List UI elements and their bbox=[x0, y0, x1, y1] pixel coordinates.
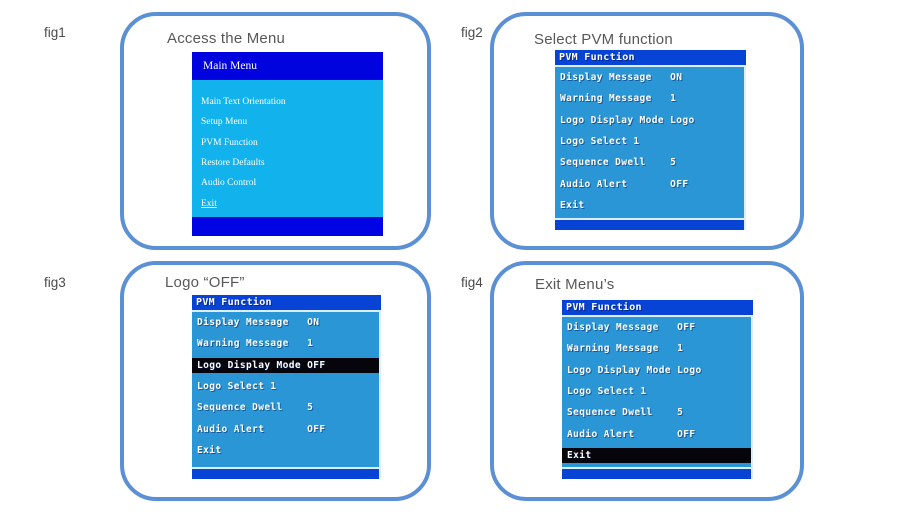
figure-label-fig2: fig2 bbox=[461, 25, 483, 40]
menu-item[interactable]: Logo Display Mode Logo bbox=[567, 364, 702, 376]
menu-item[interactable]: Warning Message 1 bbox=[567, 343, 684, 355]
osd-pvm-menu: PVM Function Display Message ON Warning M… bbox=[192, 295, 381, 479]
osd-menu-title: Main Menu bbox=[192, 52, 383, 80]
osd-menu-title: PVM Function bbox=[562, 300, 753, 317]
menu-item[interactable]: Setup Menu bbox=[201, 117, 248, 128]
menu-item[interactable]: Sequence Dwell 5 bbox=[197, 402, 314, 414]
figure-caption-fig4: Exit Menu’s bbox=[535, 276, 615, 293]
osd-menu-title: PVM Function bbox=[192, 295, 381, 312]
menu-item[interactable]: Exit bbox=[562, 445, 751, 466]
figure-label-fig4: fig4 bbox=[461, 275, 483, 290]
menu-item[interactable]: Audio Control bbox=[201, 178, 257, 189]
osd-pvm-menu: PVM Function Display Message OFF Warning … bbox=[562, 300, 753, 479]
menu-item[interactable]: Sequence Dwell 5 bbox=[567, 407, 684, 419]
menu-item[interactable]: Main Text Orientation bbox=[201, 97, 286, 108]
figure-caption-fig3: Logo “OFF” bbox=[165, 274, 245, 291]
osd-menu-footer bbox=[555, 218, 746, 230]
figure-label-fig3: fig3 bbox=[44, 275, 66, 290]
osd-menu-title: PVM Function bbox=[555, 50, 746, 67]
osd-menu-body: Display Message ON Warning Message 1 Logo … bbox=[192, 312, 381, 467]
figure-caption-fig1: Access the Menu bbox=[167, 30, 286, 47]
menu-item[interactable]: Audio Alert OFF bbox=[567, 428, 696, 440]
osd-pvm-menu: PVM Function Display Message ON Warning M… bbox=[555, 50, 746, 230]
menu-item[interactable]: Exit bbox=[201, 198, 217, 209]
osd-menu-footer bbox=[562, 467, 753, 479]
menu-item[interactable]: Logo Select 1 bbox=[197, 381, 277, 393]
figure-caption-fig2: Select PVM function bbox=[534, 31, 673, 48]
menu-item[interactable]: Display Message ON bbox=[197, 317, 320, 329]
menu-item[interactable]: Audio Alert OFF bbox=[197, 423, 326, 435]
menu-item[interactable]: Warning Message 1 bbox=[197, 338, 314, 350]
menu-item[interactable]: Display Message ON bbox=[560, 72, 683, 84]
osd-menu-body: Display Message ON Warning Message 1 Logo … bbox=[555, 67, 746, 218]
menu-item[interactable]: Exit bbox=[560, 199, 585, 211]
osd-menu-body: Display Message OFF Warning Message 1 Logo… bbox=[562, 317, 753, 467]
osd-menu-footer bbox=[192, 217, 383, 236]
menu-item[interactable]: Logo Display Mode Logo bbox=[560, 114, 695, 126]
menu-item[interactable]: Logo Select 1 bbox=[560, 136, 640, 148]
menu-item[interactable]: Restore Defaults bbox=[201, 158, 265, 169]
menu-item[interactable]: Audio Alert OFF bbox=[560, 178, 689, 190]
figure-label-fig1: fig1 bbox=[44, 25, 66, 40]
menu-item[interactable]: Logo Select 1 bbox=[567, 386, 647, 398]
menu-item[interactable]: Exit bbox=[197, 444, 222, 456]
menu-item[interactable]: Warning Message 1 bbox=[560, 93, 677, 105]
menu-item-highlight-bar: Logo Display Mode OFF bbox=[192, 357, 379, 373]
menu-item[interactable]: Display Message OFF bbox=[567, 322, 696, 334]
osd-menu-footer bbox=[192, 467, 381, 479]
menu-item[interactable]: Logo Display Mode OFF bbox=[192, 355, 379, 376]
menu-item-highlight-bar: Exit bbox=[562, 447, 751, 463]
menu-item[interactable]: PVM Function bbox=[201, 137, 258, 148]
menu-item[interactable]: Sequence Dwell 5 bbox=[560, 157, 677, 169]
